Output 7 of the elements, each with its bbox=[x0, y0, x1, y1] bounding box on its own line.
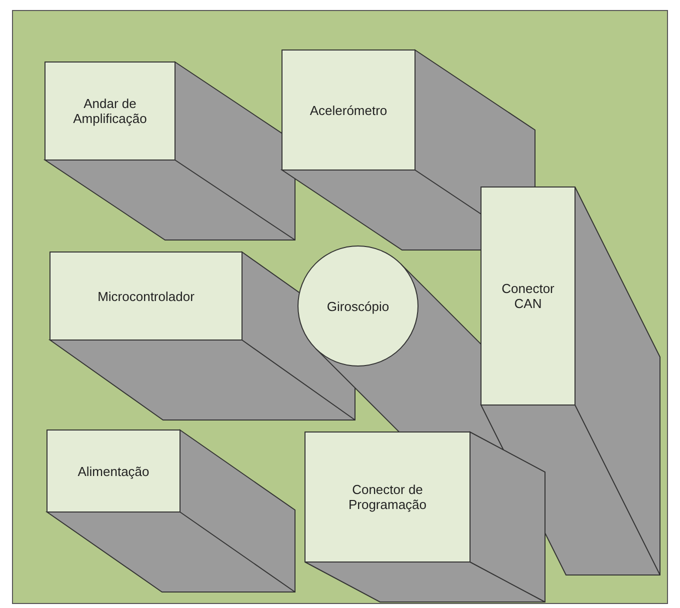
block-label: Alimentação bbox=[78, 464, 150, 478]
block-label: Conector CAN bbox=[500, 281, 556, 311]
block-label: Microcontrolador bbox=[98, 288, 194, 304]
block-label: Conector de Programação bbox=[347, 482, 428, 512]
block-label: Andar de Amplificação bbox=[72, 96, 148, 126]
block-label: Acelerómetro bbox=[310, 102, 388, 118]
block-label: Giroscópio bbox=[326, 298, 390, 314]
